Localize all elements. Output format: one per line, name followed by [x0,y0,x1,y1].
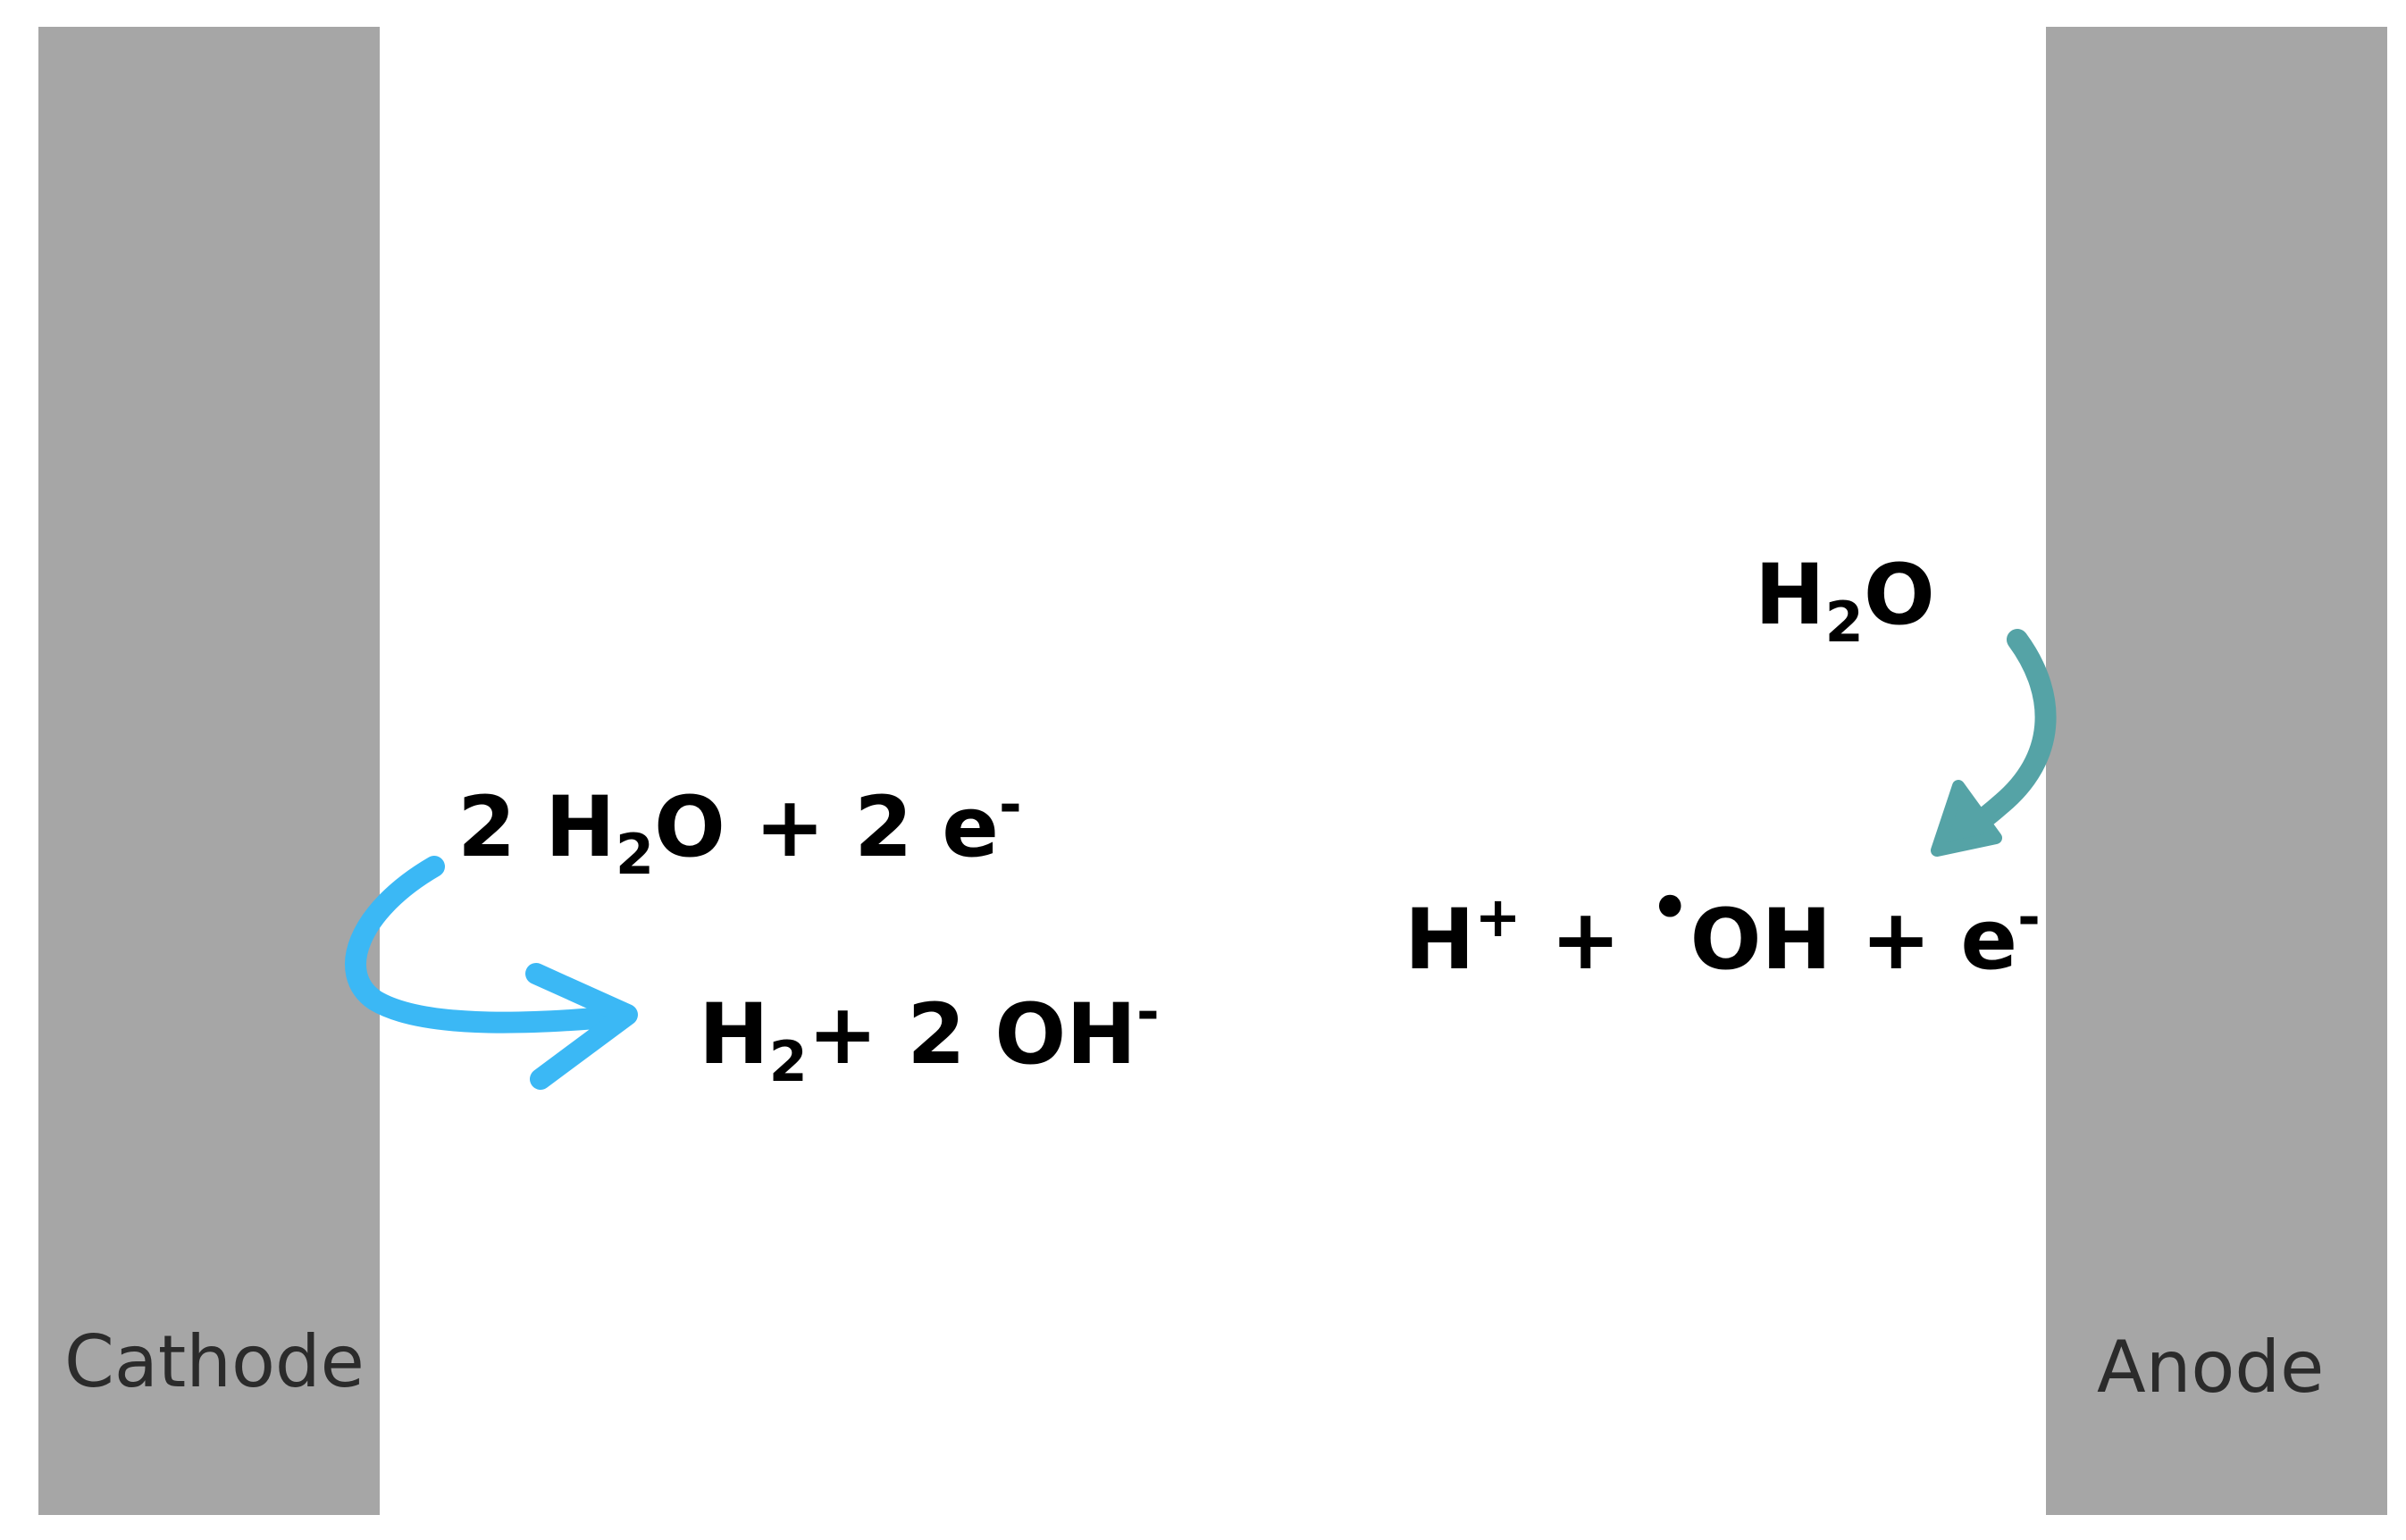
anode-reactant-h-subscript: 2 [1824,589,1864,655]
anode-arrow-head [1931,780,2002,857]
anode-reactant-equation: H2O [1755,554,1935,650]
anode-product-equation: H+ + •OH + e- [1404,877,2041,983]
cathode-reactant-equation: 2 H2O + 2 e- [457,777,1022,883]
cathode-reactant-h: H [545,779,616,876]
cathode-reactant-o-plus-electrons: O + 2 e [653,779,999,876]
anode-product-plus: + [1521,891,1650,989]
cathode-arrow-shaft [345,856,627,1034]
anode-product-hydroxyl-electron: OH + e [1689,891,2018,989]
cathode-arrow-head [525,963,638,1090]
anode-product-electron-charge: - [2017,884,2041,950]
anode-electrode [2046,27,2387,1515]
cathode-product-h-subscript: 2 [768,1028,808,1094]
cathode-product-plus-hydroxide: + 2 OH [807,986,1137,1084]
cathode-reactant-h-subscript: 2 [615,821,654,887]
anode-product-proton-charge: + [1474,884,1522,950]
anode-reactant-h: H [1755,547,1825,644]
cathode-reactant-coef: 2 [457,779,546,876]
cathode-electrode [38,27,380,1515]
cathode-product-h: H [699,986,769,1084]
cathode-reactant-electron-charge: - [998,772,1022,838]
anode-product-h: H [1404,891,1475,989]
anode-product-radical-dot: • [1649,871,1690,945]
cathode-label: Cathode [64,1320,365,1403]
cathode-product-equation: H2+ 2 OH- [699,984,1160,1090]
anode-label: Anode [2097,1326,2325,1409]
cathode-product-hydroxide-charge: - [1136,979,1160,1045]
anode-reactant-o: O [1863,547,1935,644]
